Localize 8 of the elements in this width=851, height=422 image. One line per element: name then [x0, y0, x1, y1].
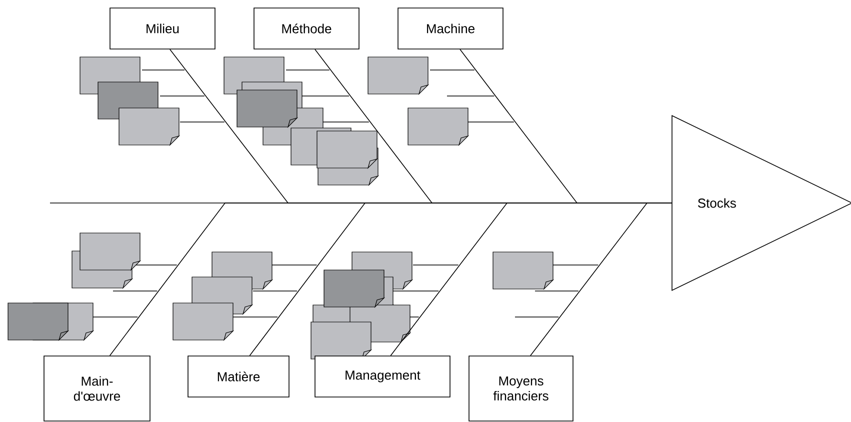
bone-line: [530, 202, 672, 356]
category-box: Matière: [188, 356, 290, 398]
category-box: Méthode: [254, 8, 360, 50]
category-box: Main- d'œuvre: [44, 356, 150, 422]
category-box: Moyens financiers: [468, 356, 574, 422]
category-box: Machine: [398, 8, 504, 50]
category-box: Management: [314, 356, 450, 398]
category-box: Milieu: [110, 8, 216, 50]
